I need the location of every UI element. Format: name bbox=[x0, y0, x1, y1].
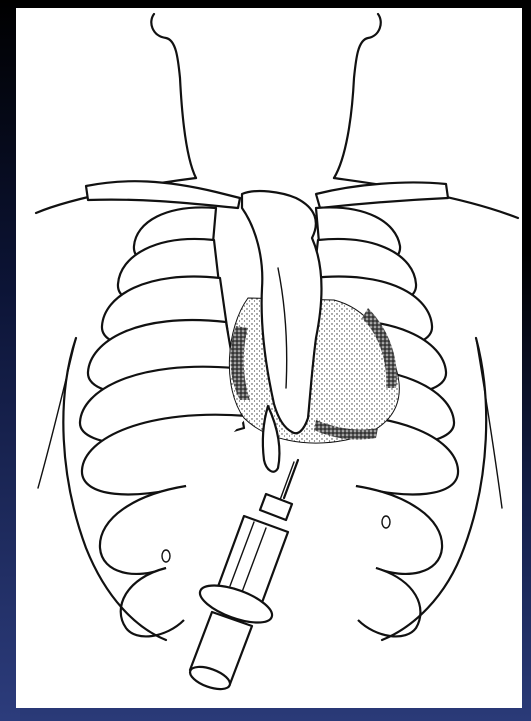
neck bbox=[151, 14, 380, 178]
syringe bbox=[187, 460, 298, 694]
chest-illustration bbox=[16, 8, 522, 708]
left-rib-cage bbox=[63, 207, 248, 640]
illustration-panel bbox=[16, 8, 522, 708]
